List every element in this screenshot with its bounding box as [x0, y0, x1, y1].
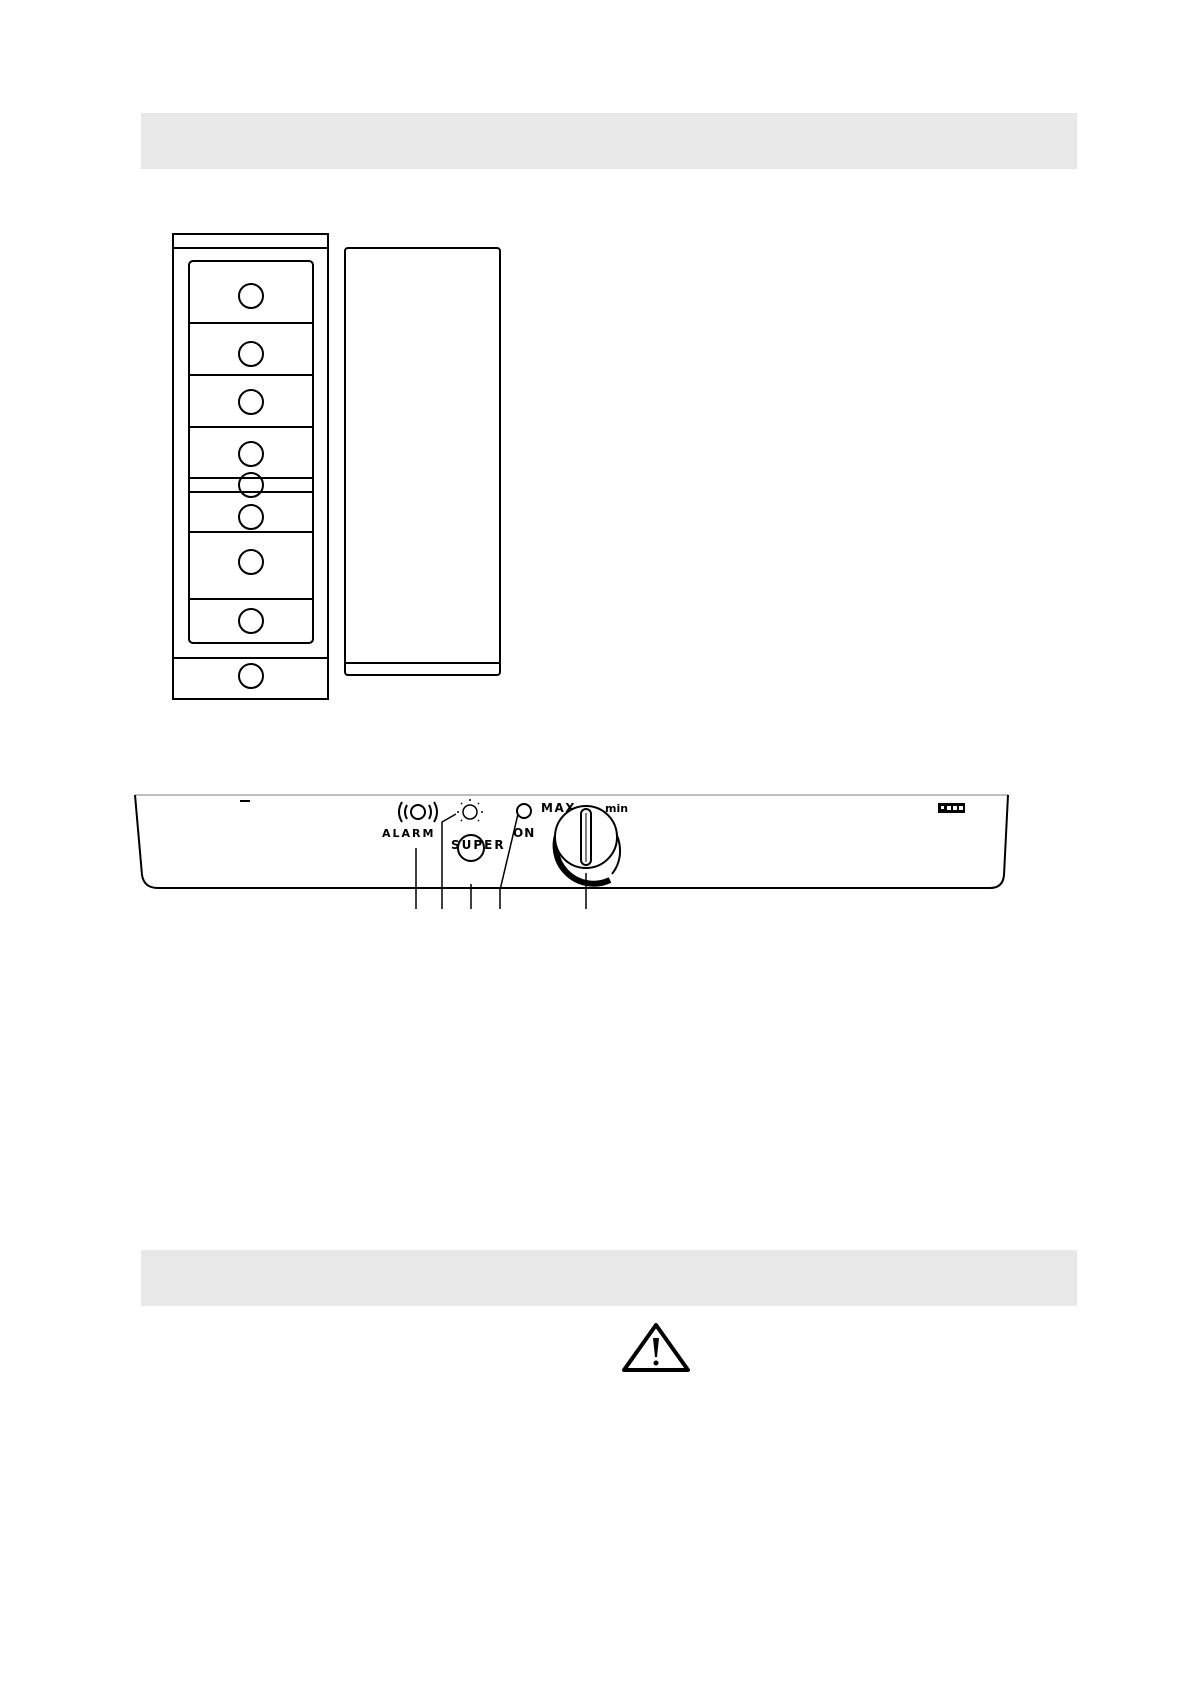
on-label: ON — [513, 826, 535, 840]
inner-compartment — [188, 260, 314, 644]
alarm-label: ALARM — [382, 827, 435, 840]
callout-circle — [238, 549, 264, 575]
freezer-diagram — [172, 233, 501, 700]
super-button[interactable] — [457, 834, 485, 862]
super-light-icon — [457, 799, 483, 822]
callout-circle — [238, 608, 264, 634]
callout-circle — [238, 663, 264, 689]
panel-outline — [134, 794, 1009, 889]
header-band — [141, 113, 1077, 169]
alarm-icon — [398, 801, 438, 823]
callout-circle — [238, 389, 264, 415]
thermostat-dial[interactable] — [554, 805, 618, 869]
brand-logo-icon — [938, 803, 965, 813]
callout-circle — [238, 504, 264, 530]
min-label: min — [605, 802, 628, 815]
super-label: SUPER — [451, 838, 506, 852]
freezer-door — [344, 247, 501, 676]
freezer-cabinet — [172, 233, 329, 700]
callout-circle — [238, 341, 264, 367]
callout-circle — [238, 283, 264, 309]
callout-circle — [238, 472, 264, 498]
section-band — [141, 1250, 1077, 1306]
on-indicator-lamp — [516, 803, 532, 819]
control-panel-diagram: ALARM SUPER ON MAX min — [134, 794, 1009, 909]
callout-leaders — [415, 813, 587, 909]
warning-triangle-icon — [622, 1323, 690, 1372]
callout-circle — [238, 441, 264, 467]
max-label: MAX — [541, 801, 576, 815]
